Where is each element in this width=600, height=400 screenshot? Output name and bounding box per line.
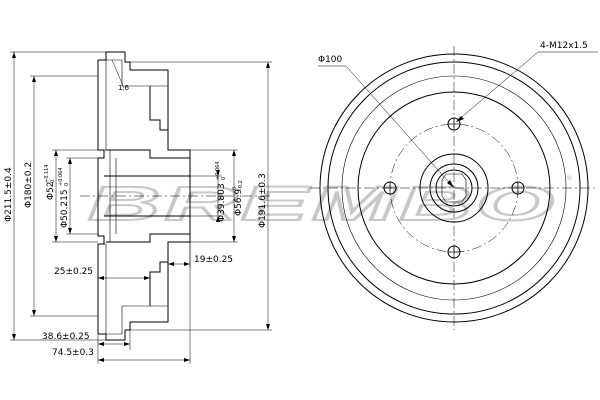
watermark-text: BREMBO: [88, 178, 558, 231]
dim-pilot-tol-lower: 0: [50, 180, 56, 183]
dim-pilot-diameter-2: Φ50.215: [60, 189, 70, 228]
inner-face-lines: [109, 150, 117, 242]
dim-bore-diameter: Φ39.803: [217, 183, 227, 222]
registered-mark: ®: [566, 174, 573, 182]
hub-step: [106, 149, 168, 243]
front-view: Φ100 4-M12x1.5: [310, 41, 598, 330]
section-view: 1.6 Φ211.5±0.4 Φ180±0.2 Φ52 +0.114 0: [4, 51, 272, 364]
lower-rim-section: [105, 305, 169, 341]
lower-face-section: [97, 243, 107, 335]
dim-bore-tol-lower: 0: [221, 177, 227, 180]
wall-thickness: 1.6: [118, 84, 130, 92]
dim-drum-inner-diameter: Φ191.6±0.3: [258, 173, 268, 228]
dim-depth-25: 25±0.25: [54, 267, 93, 277]
upper-face-section: [97, 59, 107, 151]
dim-pilot-tol-upper: +0.114: [44, 164, 50, 183]
dim-hub-tol-lower: -0.2: [238, 180, 244, 190]
dim-bore-tol-upper: +0.064: [215, 161, 221, 180]
dim-depth-19: 19±0.25: [194, 255, 233, 265]
brand-watermark: BREMBO ®: [87, 174, 573, 232]
dim-outer-diameter: Φ211.5±0.4: [4, 167, 14, 222]
bolt-thread-label: 4-M12x1.5: [540, 41, 588, 51]
bolt-boss: [149, 86, 168, 306]
dim-depth-74: 74.5±0.3: [52, 348, 94, 358]
bore-spline: [441, 173, 467, 203]
wall-leader: [111, 59, 125, 89]
pcd-label: Φ100: [318, 55, 343, 65]
upper-rim-section: [105, 51, 169, 87]
dim-pilot-tol-2-lower: 0: [64, 183, 70, 186]
dim-pilot-tol-2-upper: +0.064: [58, 167, 64, 186]
dim-hub-tol-upper: 0: [232, 187, 238, 190]
dim-depth-38: 38.6±0.25: [42, 332, 90, 342]
dim-pilot-diameter: Φ52: [46, 181, 56, 200]
dim-face-diameter: Φ180±0.2: [24, 162, 34, 208]
bore-lines: [104, 157, 190, 235]
dim-hub-diameter: Φ56.9: [234, 189, 244, 216]
